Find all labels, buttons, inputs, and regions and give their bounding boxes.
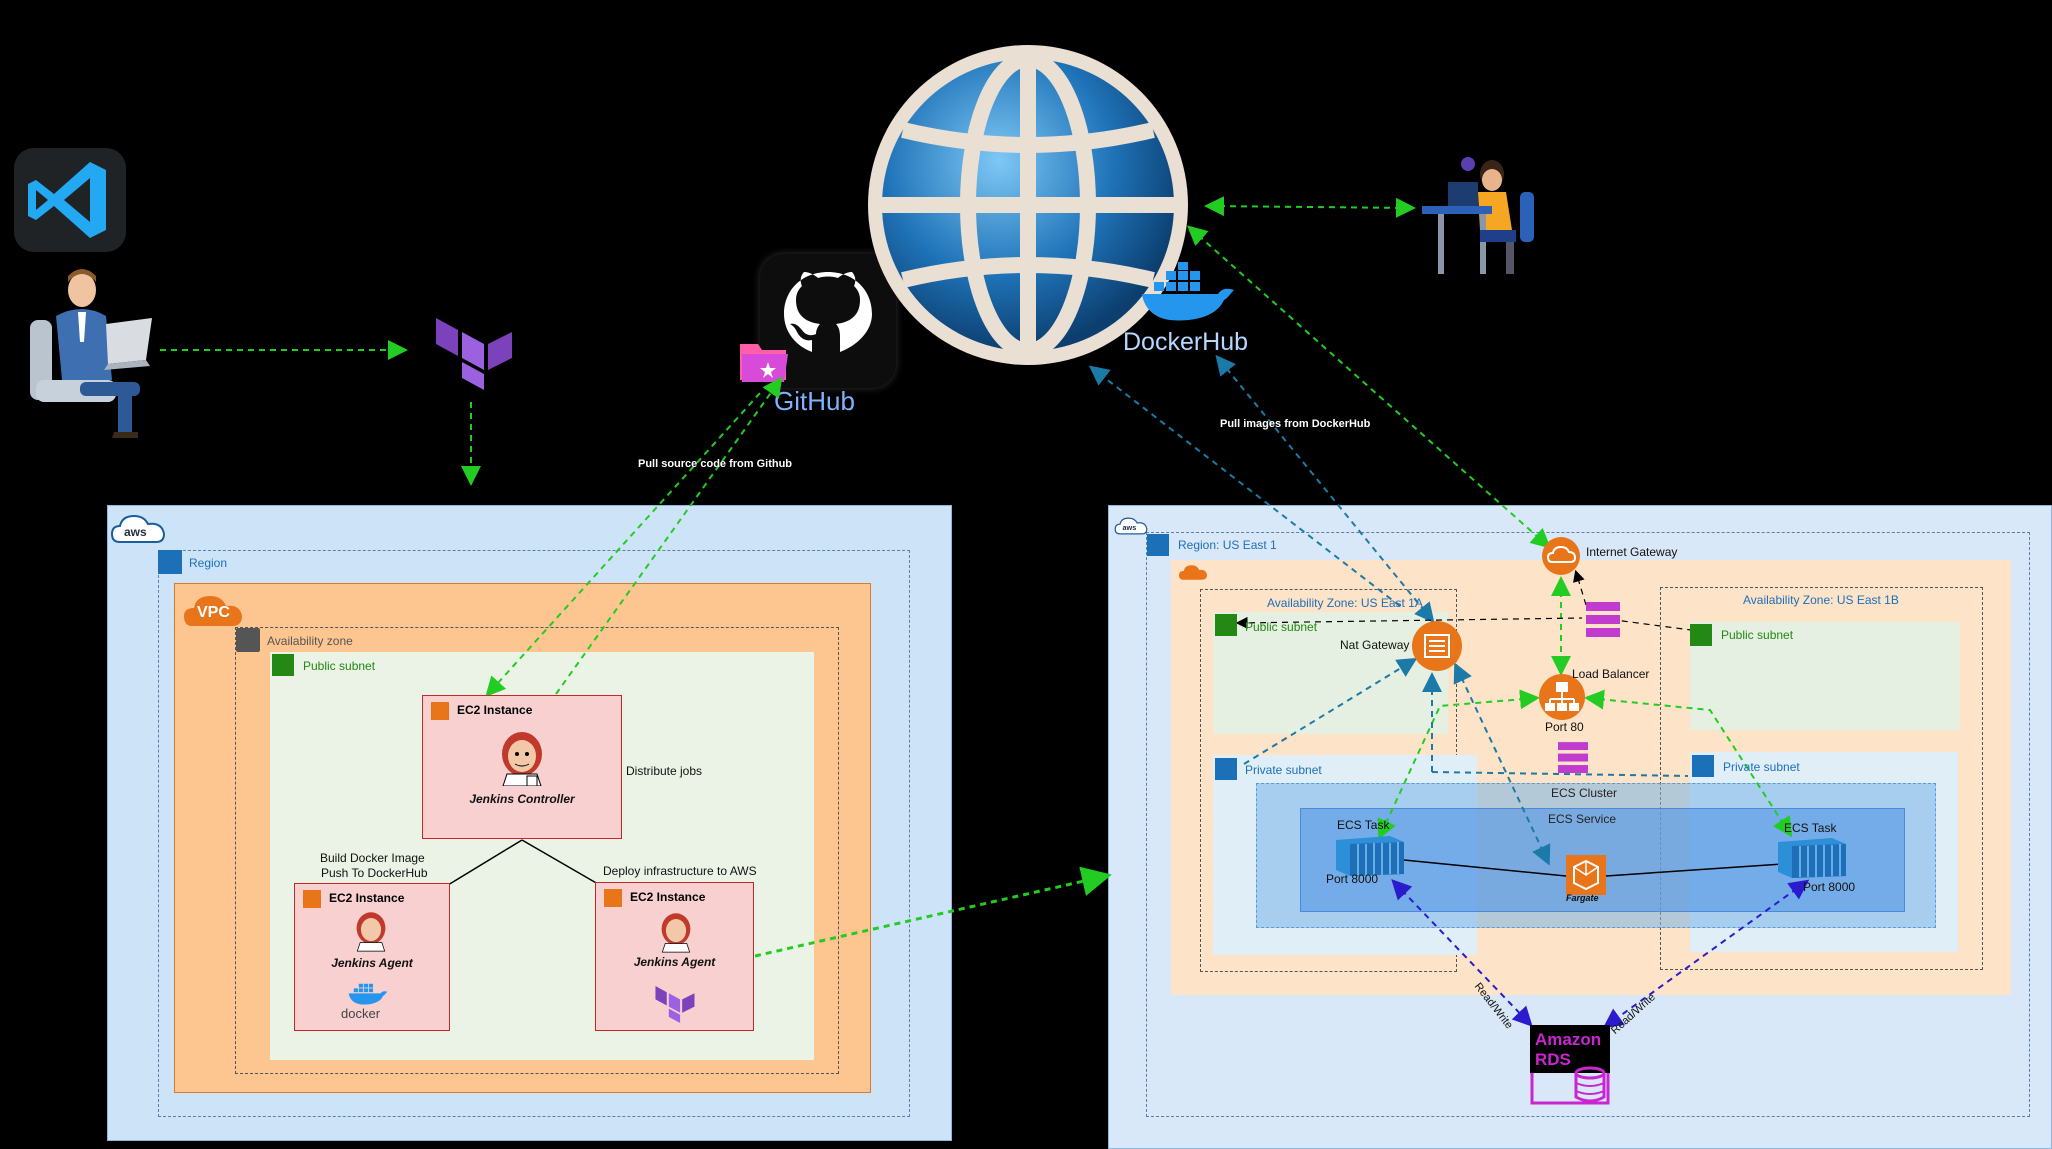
ec2-icon <box>431 702 449 720</box>
build-label-2: Push To DockerHub <box>321 866 428 880</box>
private-subnet-a-label: Private subnet <box>1245 763 1322 777</box>
left-az-label: Availability zone <box>267 634 353 648</box>
private-subnet-lock-icon <box>1215 758 1237 780</box>
developer-icon <box>22 262 152 440</box>
jenkins-agent-docker: EC2 Instance Jenkins Agent docker <box>294 883 450 1031</box>
rds-label-2: RDS <box>1535 1050 1571 1069</box>
vscode-icon <box>14 148 126 252</box>
jenkins-icon <box>658 911 694 953</box>
public-subnet-lock-icon <box>1215 614 1237 636</box>
left-vpc-label: VPC <box>197 604 230 621</box>
agent-role: Jenkins Agent <box>331 956 413 970</box>
region-flag-icon <box>1147 534 1169 556</box>
globe-icon <box>863 40 1193 370</box>
ec2-title: EC2 Instance <box>457 703 533 717</box>
private-subnet-lock-icon <box>1692 755 1714 777</box>
pull-source-label: Pull source code from Github <box>638 458 793 470</box>
az-a-label: Availability Zone: US East 1A <box>1267 596 1423 610</box>
docker-whale-icon <box>1140 262 1236 324</box>
public-subnet-b-label: Public subnet <box>1721 628 1794 642</box>
user-at-desk-icon <box>1420 152 1535 280</box>
nat-gateway-icon <box>1411 620 1463 672</box>
ec2-icon <box>303 890 321 908</box>
ecs-task-b-label: ECS Task <box>1784 821 1837 835</box>
pull-images-label: Pull images from DockerHub <box>1220 418 1371 430</box>
load-balancer-icon <box>1538 673 1586 721</box>
rds-label-1: Amazon <box>1535 1030 1602 1049</box>
port8000-b-label: Port 8000 <box>1803 880 1856 894</box>
port8000-a-label: Port 8000 <box>1326 872 1379 886</box>
public-subnet-a-label: Public subnet <box>1245 620 1318 634</box>
vpc-small-icon <box>1178 562 1208 582</box>
ecs-task-container-icon <box>1334 834 1406 876</box>
right-region-box <box>1146 532 2030 1117</box>
github-folder-icon <box>738 336 790 384</box>
aws-logo-text: aws <box>1123 523 1137 532</box>
vpc-cloud-icon <box>182 590 244 630</box>
left-region-label: Region <box>189 556 228 570</box>
fargate-label: Fargate <box>1566 893 1599 903</box>
docker-logo-text: docker <box>341 1006 381 1021</box>
deploy-label: Deploy infrastructure to AWS <box>603 864 757 878</box>
jenkins-controller-instance: EC2 Instance Jenkins Controller <box>422 695 622 839</box>
az-b-label: Availability Zone: US East 1B <box>1743 593 1899 607</box>
jenkins-icon <box>497 730 547 787</box>
left-public-subnet-label: Public subnet <box>303 659 376 673</box>
internet-gateway-label: Internet Gateway <box>1586 545 1678 559</box>
nat-gateway-label: Nat Gateway <box>1340 638 1410 652</box>
fargate-icon <box>1566 855 1606 895</box>
right-region-label: Region: US East 1 <box>1178 538 1277 552</box>
github-label: GitHub <box>774 386 855 416</box>
controller-role: Jenkins Controller <box>469 792 575 806</box>
terraform-icon <box>434 316 518 390</box>
build-label-1: Build Docker Image <box>320 851 425 865</box>
az-pin-icon <box>236 628 260 652</box>
agent-role: Jenkins Agent <box>633 955 716 969</box>
dockerhub-label: DockerHub <box>1123 328 1249 356</box>
jenkins-agent-terraform: EC2 Instance Jenkins Agent <box>595 882 754 1031</box>
distribute-jobs-label: Distribute jobs <box>626 764 703 778</box>
ecs-cluster-label: ECS Cluster <box>1551 786 1618 800</box>
docker-logo-icon <box>343 980 393 1006</box>
ecs-task-a-label: ECS Task <box>1337 818 1390 832</box>
aws-logo-left: aws <box>110 510 166 548</box>
port80-label: Port 80 <box>1545 720 1584 734</box>
public-subnet-lock-icon <box>1690 624 1712 646</box>
ecs-task-container-icon <box>1776 836 1848 878</box>
terraform-small-icon <box>654 985 698 1023</box>
aws-logo-right: aws <box>1114 514 1148 538</box>
jenkins-icon <box>353 910 389 952</box>
route-table-icon <box>1586 602 1620 638</box>
route-table-icon <box>1558 742 1588 774</box>
ec2-icon <box>604 889 622 907</box>
public-subnet-lock-icon <box>272 654 294 676</box>
ecs-service-label: ECS Service <box>1548 812 1617 826</box>
ec2-title: EC2 Instance <box>329 891 405 905</box>
amazon-rds-icon <box>1530 1025 1610 1105</box>
internet-gateway-icon <box>1541 536 1581 576</box>
svg-text:aws: aws <box>124 525 147 539</box>
load-balancer-label: Load Balancer <box>1572 667 1650 681</box>
region-flag-icon <box>158 550 182 574</box>
private-subnet-b-label: Private subnet <box>1723 760 1800 774</box>
ec2-title: EC2 Instance <box>630 890 706 904</box>
